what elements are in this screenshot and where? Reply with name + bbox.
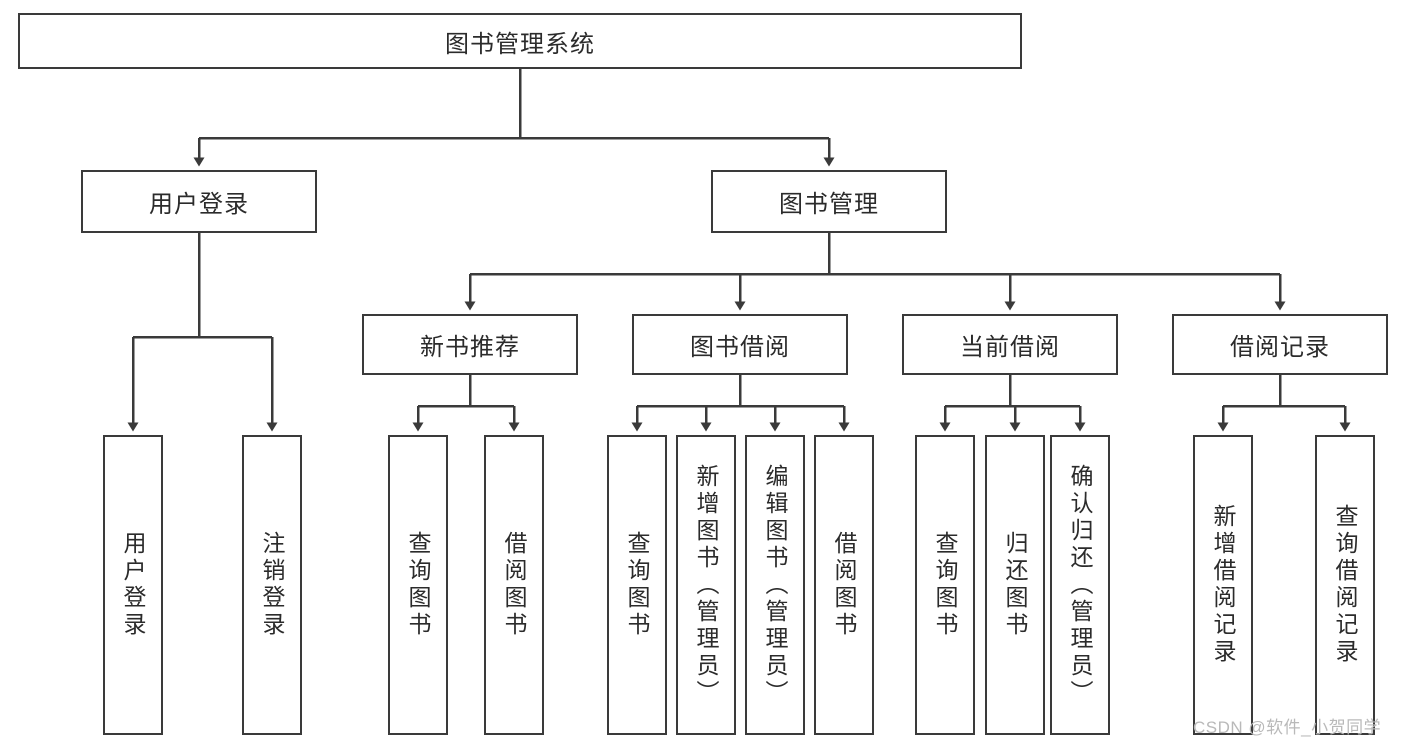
- node-leaf-user-login[interactable]: 用户登录: [103, 435, 163, 735]
- node-label-leaf-add-book-admin: 新增图书（管理员）: [693, 463, 720, 707]
- node-label-leaf-confirm-return-admin: 确认归还（管理员）: [1067, 463, 1094, 707]
- node-leaf-query-book-1[interactable]: 查询图书: [388, 435, 448, 735]
- node-leaf-query-borrow-record[interactable]: 查询借阅记录: [1315, 435, 1375, 735]
- node-new-book-recommend[interactable]: 新书推荐: [362, 314, 578, 375]
- node-label-user-login: 用户登录: [149, 191, 249, 218]
- node-label-leaf-add-borrow-record: 新增借阅记录: [1210, 504, 1237, 666]
- node-label-leaf-query-borrow-record: 查询借阅记录: [1332, 504, 1359, 666]
- node-label-leaf-borrow-book-1: 借阅图书: [501, 531, 528, 639]
- node-user-login[interactable]: 用户登录: [81, 170, 317, 233]
- node-label-leaf-query-book-2: 查询图书: [624, 531, 651, 639]
- node-label-root: 图书管理系统: [445, 30, 595, 58]
- node-borrow-record[interactable]: 借阅记录: [1172, 314, 1388, 375]
- node-label-leaf-user-login: 用户登录: [120, 531, 147, 639]
- node-book-borrow[interactable]: 图书借阅: [632, 314, 848, 375]
- node-book-management[interactable]: 图书管理: [711, 170, 947, 233]
- node-label-leaf-logout-login: 注销登录: [259, 531, 286, 639]
- node-leaf-logout-login[interactable]: 注销登录: [242, 435, 302, 735]
- node-label-book-management: 图书管理: [779, 191, 879, 218]
- node-current-borrow[interactable]: 当前借阅: [902, 314, 1118, 375]
- node-leaf-query-book-2[interactable]: 查询图书: [607, 435, 667, 735]
- node-leaf-return-book[interactable]: 归还图书: [985, 435, 1045, 735]
- node-leaf-add-book-admin[interactable]: 新增图书（管理员）: [676, 435, 736, 735]
- node-label-new-book-recommend: 新书推荐: [420, 334, 520, 361]
- node-root[interactable]: 图书管理系统: [18, 13, 1022, 69]
- node-label-current-borrow: 当前借阅: [960, 334, 1060, 361]
- node-label-leaf-borrow-book-2: 借阅图书: [831, 531, 858, 639]
- node-leaf-borrow-book-2[interactable]: 借阅图书: [814, 435, 874, 735]
- node-label-leaf-return-book: 归还图书: [1002, 531, 1029, 639]
- node-leaf-edit-book-admin[interactable]: 编辑图书（管理员）: [745, 435, 805, 735]
- node-label-leaf-edit-book-admin: 编辑图书（管理员）: [762, 463, 789, 707]
- node-label-borrow-record: 借阅记录: [1230, 334, 1330, 361]
- connector-lines: [127, 69, 1351, 432]
- node-label-book-borrow: 图书借阅: [690, 334, 790, 361]
- node-leaf-query-book-3[interactable]: 查询图书: [915, 435, 975, 735]
- node-leaf-add-borrow-record[interactable]: 新增借阅记录: [1193, 435, 1253, 735]
- node-leaf-borrow-book-1[interactable]: 借阅图书: [484, 435, 544, 735]
- node-label-leaf-query-book-1: 查询图书: [405, 531, 432, 639]
- node-leaf-confirm-return-admin[interactable]: 确认归还（管理员）: [1050, 435, 1110, 735]
- node-label-leaf-query-book-3: 查询图书: [932, 531, 959, 639]
